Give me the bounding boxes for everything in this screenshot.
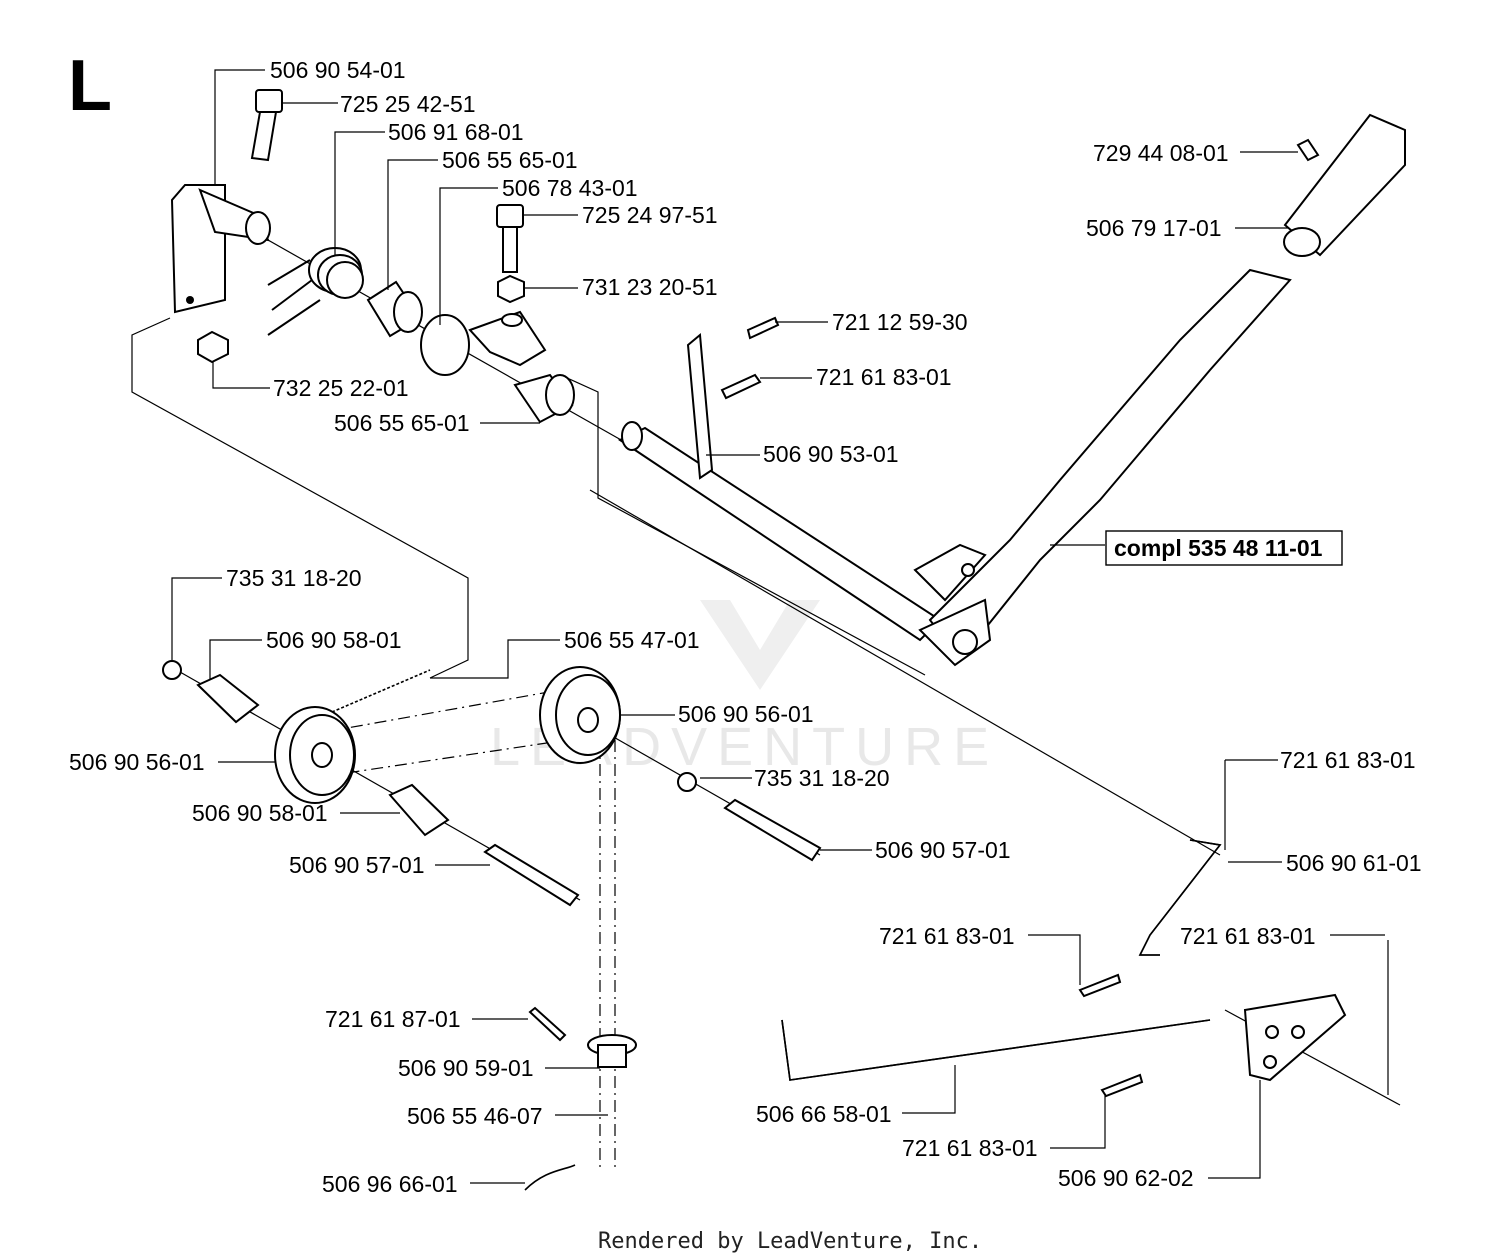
part-label: 506 90 58-01 xyxy=(266,627,402,653)
part-label: 506 55 46-07 xyxy=(407,1103,543,1129)
part-label: 506 91 68-01 xyxy=(388,119,524,145)
section-letter: L xyxy=(68,46,112,126)
part-label: 506 90 59-01 xyxy=(398,1055,534,1081)
part-label: 506 55 65-01 xyxy=(442,147,578,173)
part-label: 721 61 83-01 xyxy=(879,923,1015,949)
part-label: 725 24 97-51 xyxy=(582,202,718,228)
bracket-part xyxy=(170,184,271,314)
bolt-part xyxy=(250,89,283,162)
link-rod-fill xyxy=(1138,839,1222,956)
part-label: 506 55 65-01 xyxy=(334,410,470,436)
nut-part xyxy=(197,330,229,364)
axle-part-2 xyxy=(723,798,822,862)
part-label: 721 61 83-01 xyxy=(902,1135,1038,1161)
spacer-part xyxy=(196,673,260,724)
tension-spring-part xyxy=(331,669,431,713)
lever-handle-part xyxy=(913,268,1292,667)
part-label: 506 90 57-01 xyxy=(289,852,425,878)
control-rod-fill xyxy=(781,1019,1211,1081)
highlight-box xyxy=(1105,530,1343,566)
spacer-part-2 xyxy=(388,783,450,837)
part-label: 721 61 87-01 xyxy=(325,1006,461,1032)
part-label: 506 90 61-01 xyxy=(1286,850,1422,876)
spring-part xyxy=(267,247,364,336)
part-label: 506 90 56-01 xyxy=(69,749,205,775)
pin-part xyxy=(686,333,714,480)
clip-part-2 xyxy=(677,772,697,792)
part-label: 732 25 22-01 xyxy=(273,375,409,401)
pivot-bracket-part xyxy=(420,310,547,376)
nut-part-2 xyxy=(497,274,525,304)
watermark-logo-icon xyxy=(700,600,820,690)
part-label: 506 79 17-01 xyxy=(1086,215,1222,241)
part-label: 731 23 20-51 xyxy=(582,274,718,300)
pulley-left-part xyxy=(274,706,356,804)
guide-part xyxy=(587,1034,637,1068)
assembly-label: compl 535 48 11-01 xyxy=(1114,535,1323,561)
bushing-part-2 xyxy=(513,373,575,424)
part-label: 506 66 58-01 xyxy=(756,1101,892,1127)
part-label: 735 31 18-20 xyxy=(226,565,362,591)
part-label: 729 44 08-01 xyxy=(1093,140,1229,166)
part-label: 721 12 59-30 xyxy=(832,309,968,335)
part-label: 506 90 54-01 xyxy=(270,57,406,83)
part-label: 725 25 42-51 xyxy=(340,91,476,117)
mount-plate-part xyxy=(1243,993,1347,1082)
part-label: 506 90 57-01 xyxy=(875,837,1011,863)
part-label: 506 90 56-01 xyxy=(678,701,814,727)
hairpin-part xyxy=(524,1164,576,1191)
pulley-right-part xyxy=(539,666,621,764)
part-label: 721 61 83-01 xyxy=(816,364,952,390)
cotter-part-2 xyxy=(1100,1073,1144,1098)
bolt-part-2 xyxy=(496,204,524,273)
cotter-pin-part xyxy=(720,373,762,400)
grip-screw-part xyxy=(1296,138,1320,162)
part-label: 506 78 43-01 xyxy=(502,175,638,201)
bushing-part xyxy=(366,280,423,338)
part-label: 506 90 62-02 xyxy=(1058,1165,1194,1191)
part-label: 506 55 47-01 xyxy=(564,627,700,653)
grip-part xyxy=(1283,113,1406,257)
part-label: 506 96 66-01 xyxy=(322,1171,458,1197)
pin-part-2 xyxy=(528,1006,567,1042)
footer-credit: Rendered by LeadVenture, Inc. xyxy=(598,1229,982,1254)
cotter-part-1 xyxy=(1078,973,1122,998)
axle-part xyxy=(483,843,580,907)
part-label: 721 61 83-01 xyxy=(1180,923,1316,949)
part-label: 506 90 53-01 xyxy=(763,441,899,467)
spring-pin-part xyxy=(746,316,780,340)
part-label: 735 31 18-20 xyxy=(754,765,890,791)
part-label: 506 90 58-01 xyxy=(192,800,328,826)
part-label: 721 61 83-01 xyxy=(1280,747,1416,773)
leader-lines xyxy=(131,69,1385,1184)
clip-part xyxy=(162,660,182,680)
